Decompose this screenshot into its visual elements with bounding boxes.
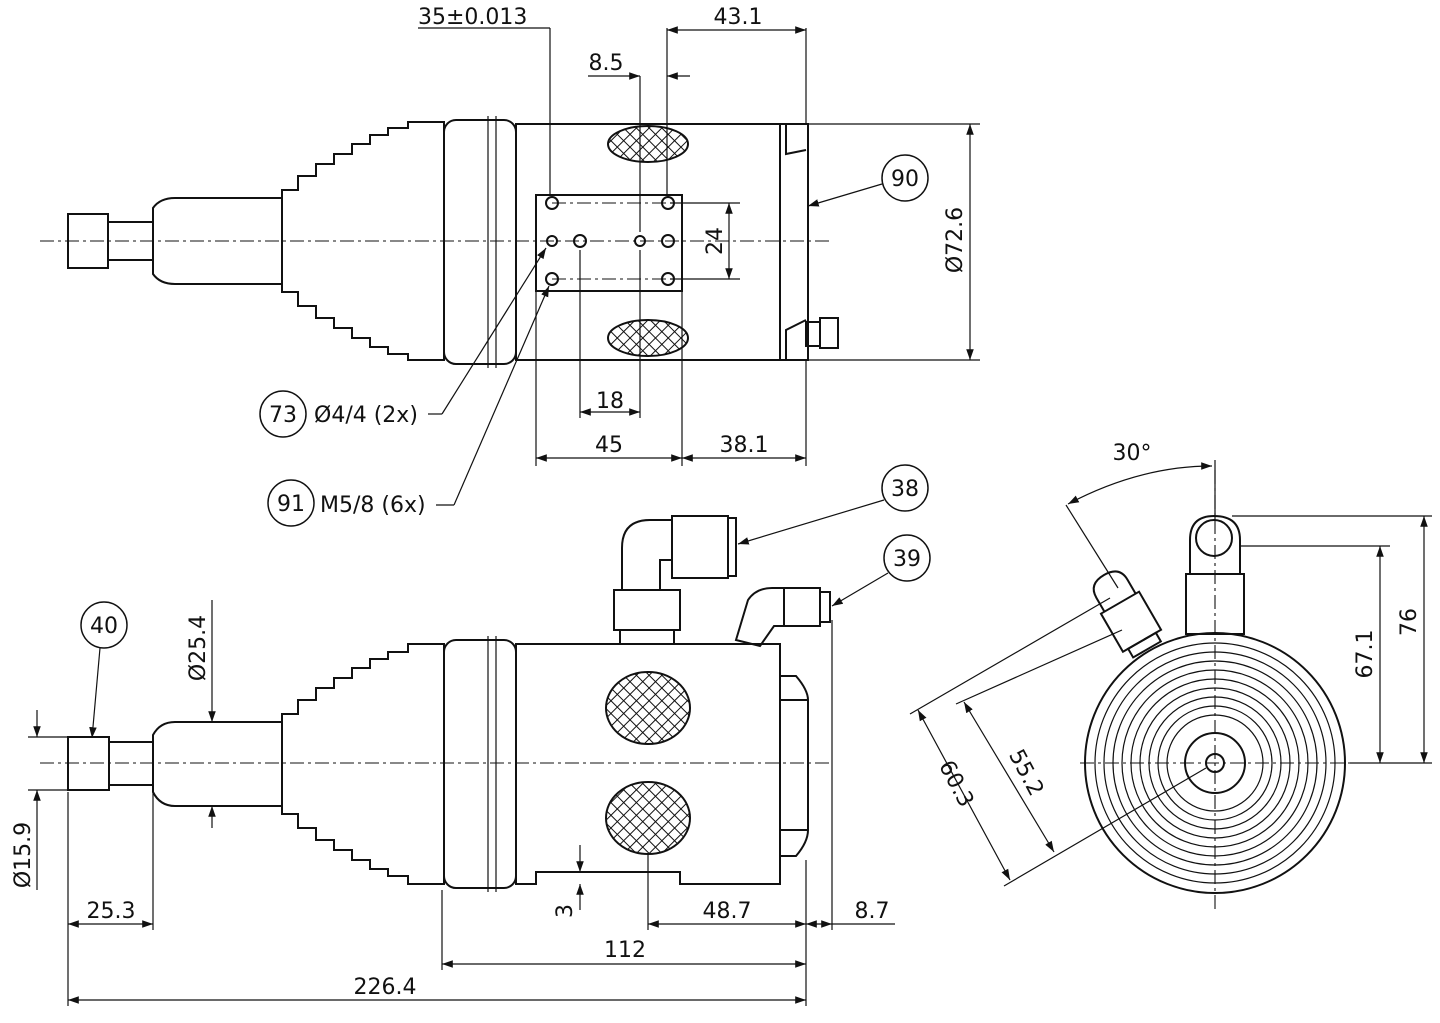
end-fitting-angled [1092,570,1163,659]
note-91: M5/8 (6x) [320,493,426,518]
note-73: Ø4/4 (2x) [314,403,418,428]
side-dim-d25-4: Ø25.4 [186,600,216,828]
top-dim-d72-6: Ø72.6 [808,123,980,361]
dim-35: 35±0.013 [418,5,527,30]
dim-18: 18 [596,389,624,414]
svg-text:39: 39 [893,547,921,572]
balloon-90: 90 [807,154,929,207]
svg-text:40: 40 [90,614,118,639]
dim-76: 76 [1397,608,1422,636]
svg-text:73: 73 [269,403,297,428]
side-dim-3: 3 [553,845,584,918]
side-elbow-fitting-39 [734,587,831,648]
top-dim-24: 24 [670,202,740,280]
balloon-40: 40 [80,601,128,739]
dim-25-3: 25.3 [87,899,136,924]
svg-text:91: 91 [277,492,305,517]
end-dim-67-1-76: 67.1 76 [1232,515,1432,764]
dim-8-7: 8.7 [855,899,890,924]
side-view: 38 39 40 Ø25.4 Ø15.9 25.3 [11,464,931,1006]
top-knurl-lower [607,319,689,357]
top-flange [780,123,809,361]
dim-8-5: 8.5 [589,51,624,76]
side-body-collar [443,639,517,889]
dim-48-7: 48.7 [703,899,752,924]
top-dim-18: 18 [579,250,641,418]
dim-d15-9: Ø15.9 [11,822,36,888]
dim-3: 3 [553,904,578,918]
side-dim-48-7: 48.7 [647,854,807,1006]
side-dim-226-4: 226.4 [68,975,806,1004]
callout-91: 91 M5/8 (6x) [267,285,550,527]
side-dim-25-3: 25.3 [67,790,154,1006]
side-elbow-fitting-38 [613,515,737,645]
balloon-38: 38 [737,464,929,545]
side-knurl-lower [605,781,691,855]
top-body-collar [443,119,517,365]
dim-30-degrees: 30° [1113,441,1152,466]
top-body-main [515,123,781,361]
callout-73: 73 Ø4/4 (2x) [259,247,547,438]
top-knurl-upper [607,125,689,163]
dim-55-2: 55.2 [1003,745,1048,800]
top-fitting [805,317,839,349]
dim-67-1: 67.1 [1353,630,1378,679]
dim-226-4: 226.4 [354,975,417,1000]
end-view: 30° 67.1 76 60.3 55.2 [909,441,1432,910]
dim-d72-6: Ø72.6 [943,207,968,273]
top-dim-43: 43.1 [666,5,807,196]
side-body-main [515,643,781,885]
svg-text:38: 38 [891,477,919,502]
dim-112: 112 [604,938,646,963]
dim-45: 45 [595,433,623,458]
dim-24: 24 [703,227,728,255]
side-dim-112: 112 [441,890,806,970]
side-dim-8-7: 8.7 [806,620,895,930]
side-bellows [281,643,445,885]
dim-43-1: 43.1 [714,5,763,30]
top-dim-45-38: 45 38.1 [535,292,807,466]
dim-d25-4: Ø25.4 [186,615,211,681]
dim-60-3: 60.3 [933,756,978,811]
top-mount-plate [535,194,683,292]
svg-text:90: 90 [891,167,919,192]
side-shaft [67,721,283,807]
top-dim-35: 35±0.013 [418,5,551,196]
top-view: 35±0.013 43.1 8.5 24 Ø72.6 [40,5,980,527]
top-dim-8-5: 8.5 [588,51,690,232]
side-knurl-upper [605,671,691,745]
side-flange [780,675,809,857]
dim-38-1: 38.1 [720,433,769,458]
end-dim-30deg: 30° [1065,441,1216,589]
end-fitting-vertical [1185,514,1245,635]
balloon-39: 39 [831,534,931,607]
side-dim-d15-9: Ø15.9 [11,710,68,890]
